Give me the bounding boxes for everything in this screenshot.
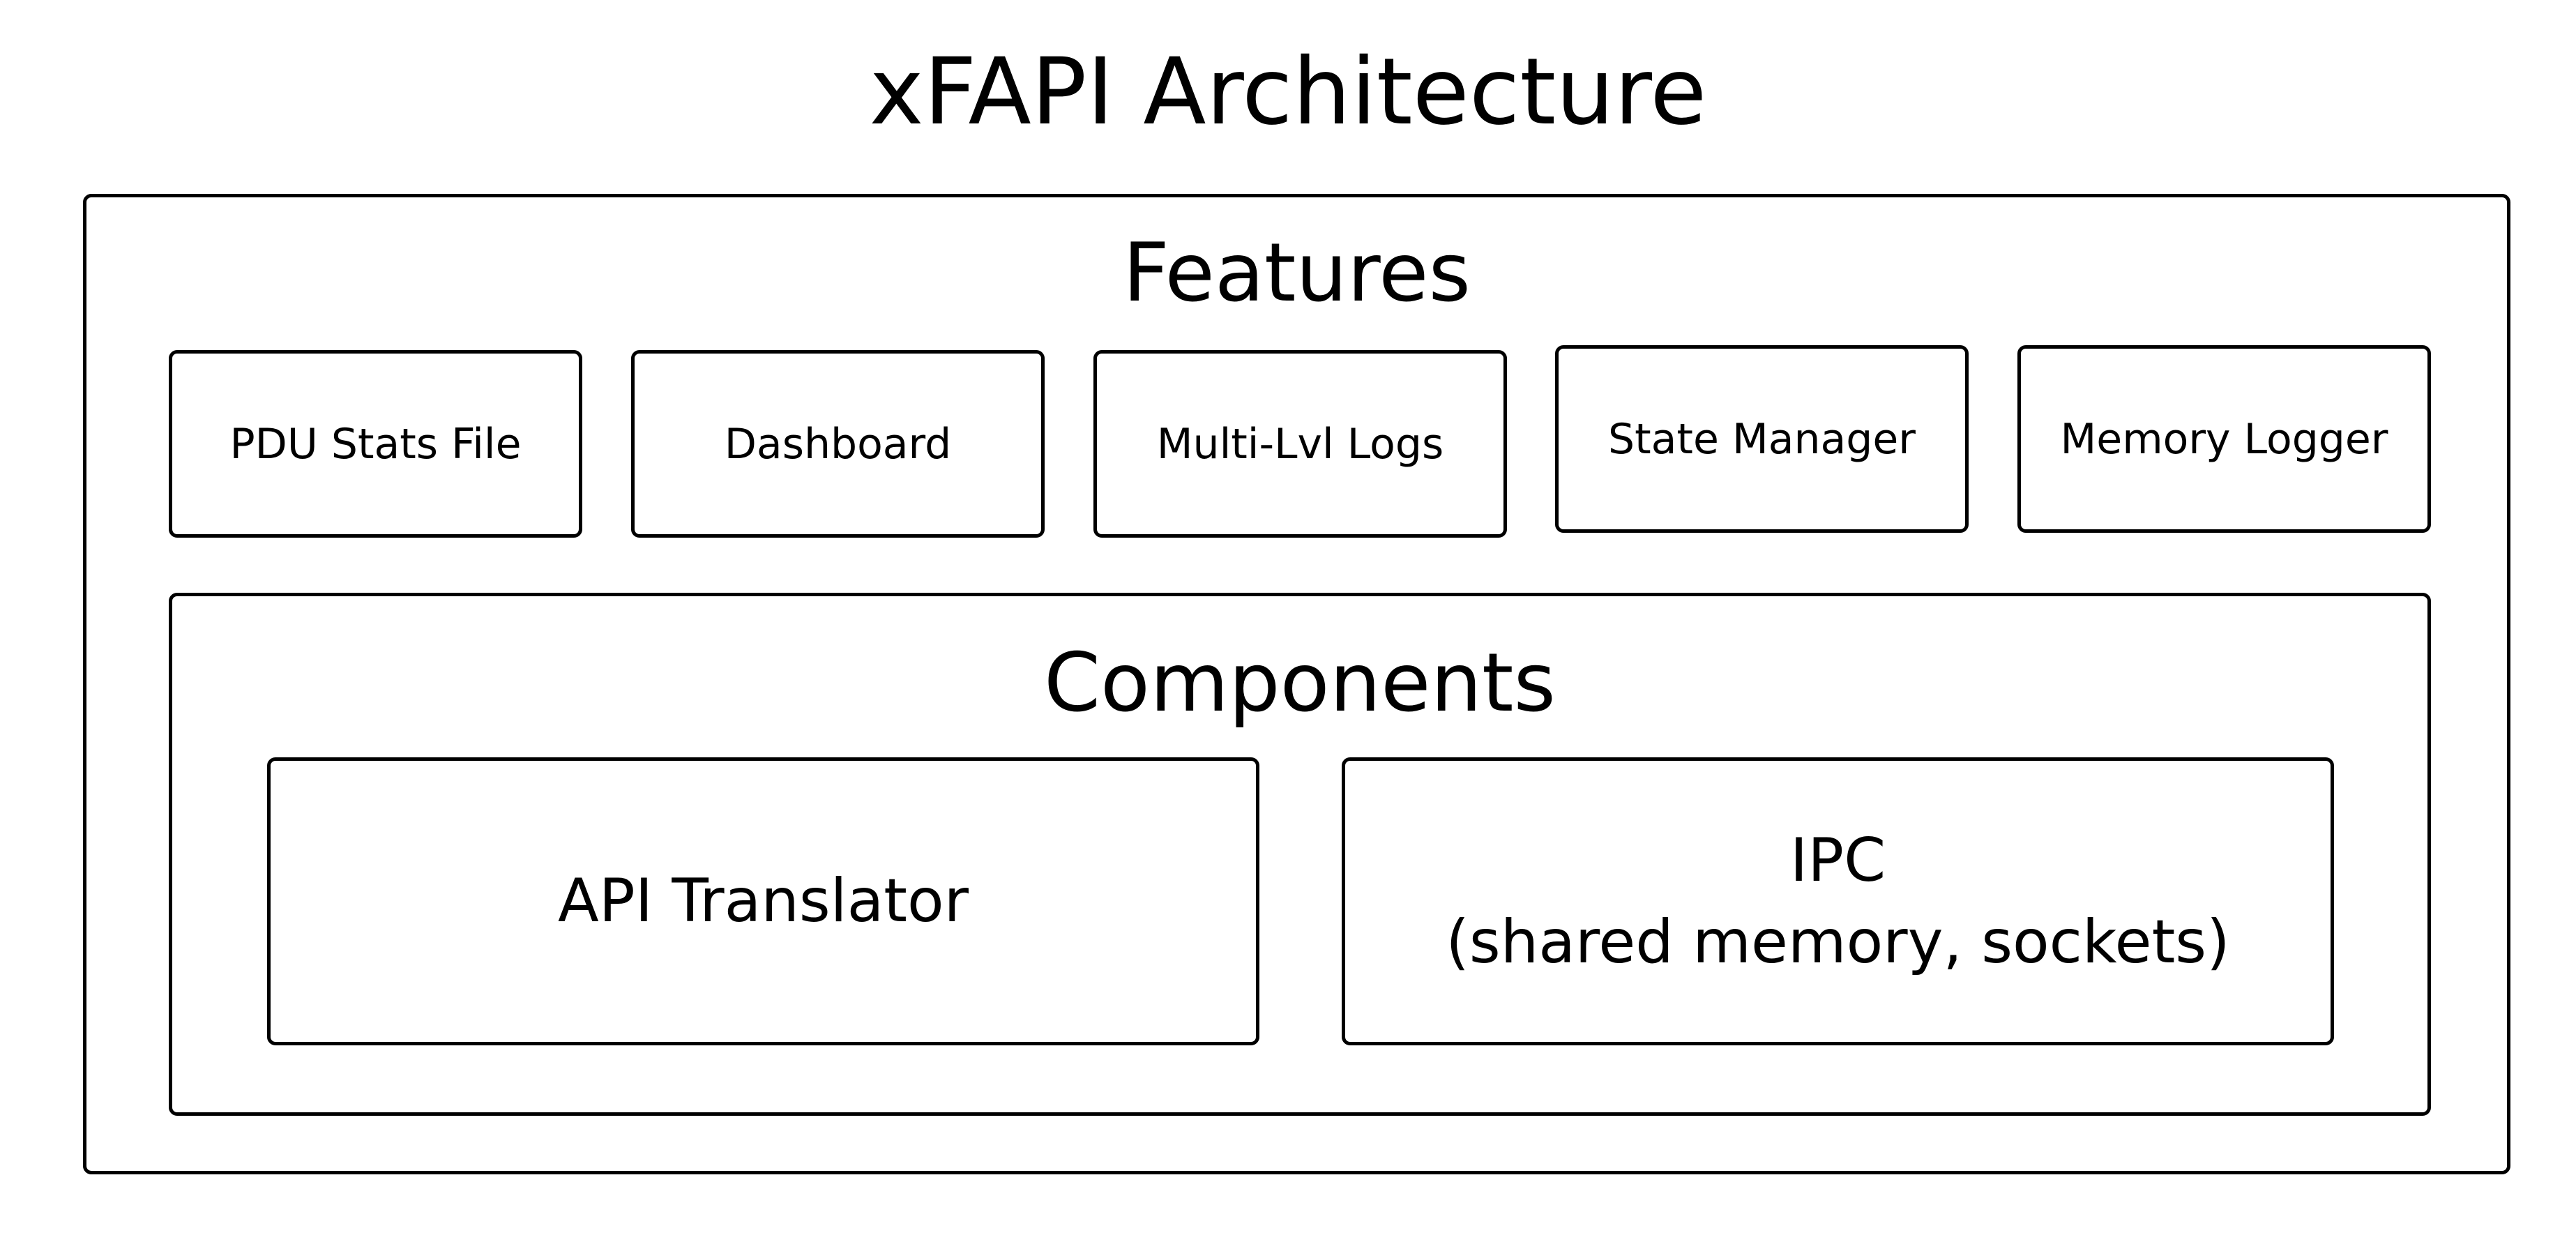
- feature-pdu-stats-file: PDU Stats File: [169, 350, 582, 538]
- feature-memory-logger: Memory Logger: [2017, 345, 2431, 533]
- feature-label: Dashboard: [724, 419, 952, 469]
- component-label: IPC: [1789, 826, 1886, 896]
- feature-state-manager: State Manager: [1555, 345, 1969, 533]
- component-ipc: IPC (shared memory, sockets): [1342, 757, 2334, 1045]
- component-sublabel: (shared memory, sockets): [1446, 907, 2230, 977]
- component-api-translator: API Translator: [267, 757, 1259, 1045]
- feature-label: State Manager: [1608, 414, 1916, 464]
- feature-dashboard: Dashboard: [631, 350, 1045, 538]
- components-title: Components: [1044, 636, 1556, 730]
- features-title: Features: [1123, 226, 1471, 320]
- diagram-title: xFAPI Architecture: [869, 38, 1707, 146]
- feature-label: PDU Stats File: [229, 419, 522, 469]
- component-label: API Translator: [558, 866, 969, 937]
- feature-label: Multi-Lvl Logs: [1156, 419, 1444, 469]
- feature-multi-lvl-logs: Multi-Lvl Logs: [1093, 350, 1507, 538]
- feature-label: Memory Logger: [2060, 414, 2388, 464]
